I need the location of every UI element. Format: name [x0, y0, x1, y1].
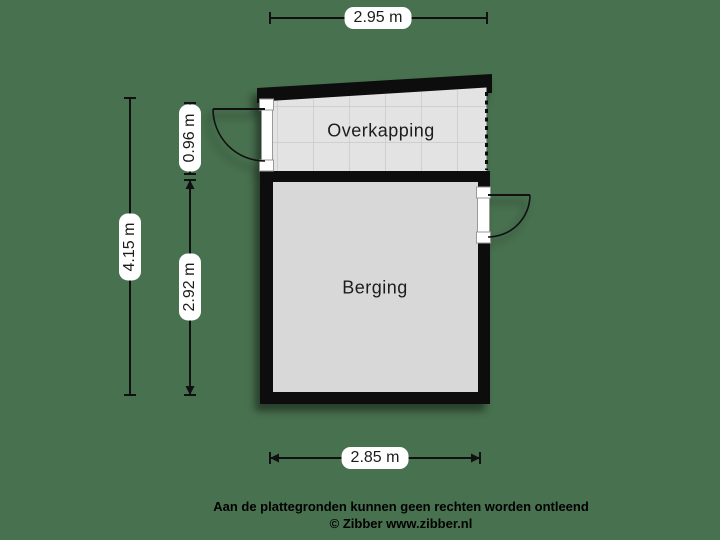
dim-label-berging-depth: 2.92 m [179, 253, 201, 321]
building-outline [212, 74, 531, 404]
dim-arrow [270, 453, 279, 463]
dim-arrow [471, 453, 480, 463]
overkapping-floor-grid [261, 87, 487, 171]
room-label-overkapping: Overkapping [327, 120, 435, 141]
overkapping-door-swing [212, 108, 266, 162]
dim-label-left-outer: 4.15 m [119, 213, 141, 281]
overkapping-top-wall [257, 74, 492, 103]
dim-label-top: 2.95 m [344, 7, 412, 29]
room-label-berging: Berging [342, 277, 408, 298]
overkapping-door-jamb-bottom [259, 159, 274, 172]
dim-arrow [185, 180, 195, 189]
overkapping-door-jamb-top [259, 98, 274, 111]
dim-arrow [185, 386, 195, 395]
berging-door-swing [487, 194, 531, 238]
overkapping-door-frame [261, 100, 273, 170]
dim-label-overkapping-depth: 0.96 m [179, 104, 201, 172]
berging-door-jamb-top [476, 186, 491, 199]
footer-disclaimer: Aan de plattegronden kunnen geen rechten… [213, 499, 589, 514]
dim-label-bottom: 2.85 m [341, 447, 409, 469]
berging-floor [273, 182, 478, 392]
footer-credit: © Zibber www.zibber.nl [329, 516, 473, 531]
